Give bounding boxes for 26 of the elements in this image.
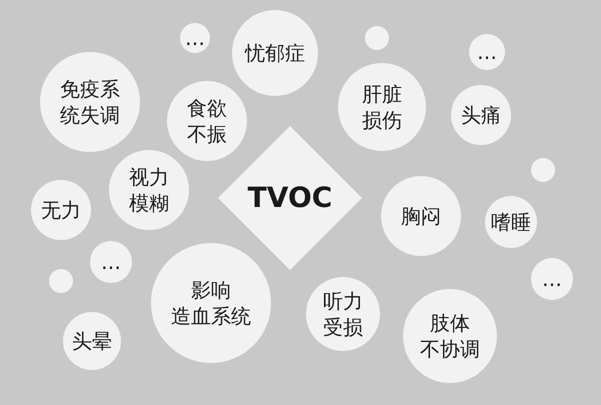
symptom-label: 影响造血系统 [171, 277, 251, 329]
bubble [531, 258, 573, 300]
symptom-label: 忧郁症 [245, 40, 305, 66]
symptom-label: 嗜睡 [491, 209, 531, 235]
bubble [531, 158, 555, 182]
bubble [365, 26, 389, 50]
symptom-label: 肢体不协调 [420, 310, 480, 362]
bubble [180, 23, 210, 53]
symptom-label: 肝脏损伤 [362, 81, 402, 133]
symptom-label: 听力受损 [323, 288, 363, 340]
symptom-label: … [542, 266, 562, 292]
symptom-label: 食欲不振 [187, 95, 227, 147]
bubble [485, 196, 537, 248]
center-label: TVOC [248, 185, 332, 211]
bubble [90, 241, 132, 283]
symptom-label: 视力模糊 [129, 164, 169, 216]
symptom-label: 免疫系统失调 [60, 76, 120, 128]
symptom-label: 头痛 [461, 102, 501, 128]
symptom-label: … [185, 25, 205, 51]
bubble [49, 269, 73, 293]
symptom-label: 无力 [41, 197, 81, 223]
bubble [469, 34, 505, 70]
symptom-label: 胸闷 [401, 203, 441, 229]
symptom-label: … [101, 249, 121, 275]
symptom-label: 头晕 [72, 328, 112, 354]
symptom-label: … [477, 39, 497, 65]
